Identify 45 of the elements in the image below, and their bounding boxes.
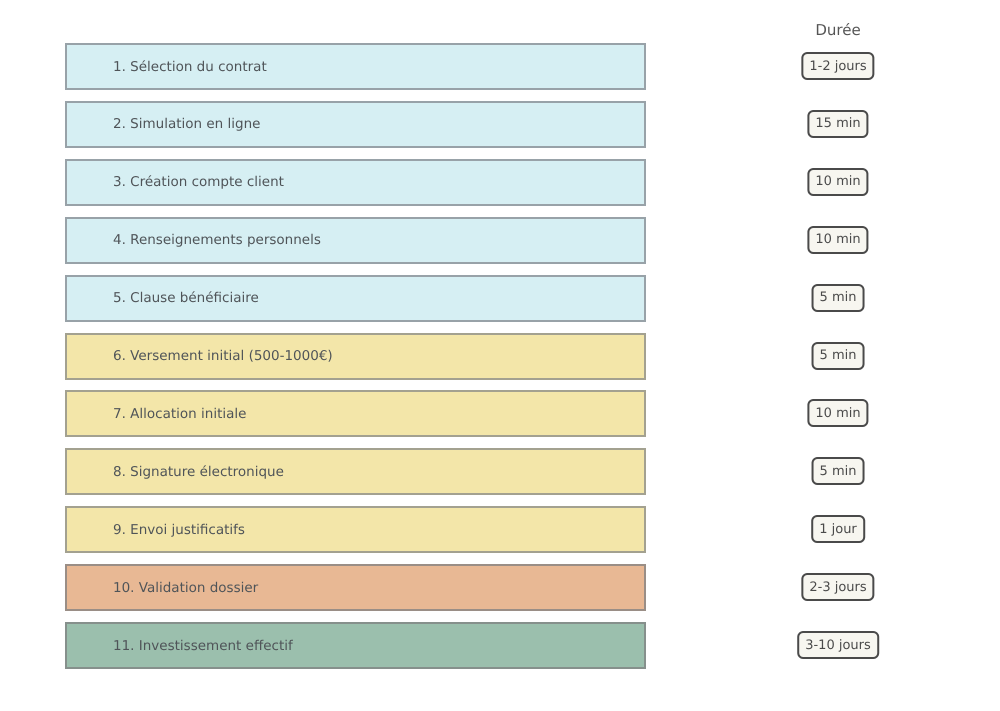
step-box bbox=[65, 332, 646, 380]
step-label: 5. Clause bénéficiaire bbox=[113, 290, 259, 306]
step-box bbox=[65, 622, 646, 669]
step-box bbox=[65, 158, 646, 206]
step-label: 4. Renseignements personnels bbox=[113, 232, 321, 248]
duration-label: 10 min bbox=[815, 232, 861, 248]
duration-label: 10 min bbox=[815, 174, 861, 190]
duration-label: 2-3 jours bbox=[809, 580, 867, 595]
duration-badge bbox=[812, 342, 864, 370]
duration-label: 5 min bbox=[820, 464, 856, 479]
step-box bbox=[65, 216, 646, 264]
duration-badge bbox=[797, 631, 879, 659]
step-label: 7. Allocation initiale bbox=[113, 406, 246, 422]
step-box bbox=[65, 274, 646, 322]
column-header: Durée bbox=[815, 21, 861, 39]
step-label: 6. Versement initial (500-1000€) bbox=[113, 348, 333, 364]
step-label: 11. Investissement effectif bbox=[113, 638, 293, 654]
step-box bbox=[65, 448, 646, 496]
step-label: 10. Validation dossier bbox=[113, 580, 258, 596]
step-label: 9. Envoi justificatifs bbox=[113, 522, 245, 538]
duration-label: 10 min bbox=[815, 406, 861, 421]
duration-label: 1 jour bbox=[819, 522, 857, 537]
duration-label: 1-2 jours bbox=[809, 58, 867, 74]
duration-badge bbox=[807, 399, 869, 428]
step-box bbox=[65, 564, 646, 612]
step-box bbox=[65, 390, 646, 438]
duration-label: 5 min bbox=[820, 290, 856, 306]
duration-label: 15 min bbox=[815, 116, 861, 132]
duration-label: 3-10 jours bbox=[805, 638, 871, 652]
duration-badge bbox=[801, 52, 875, 80]
step-label: 2. Simulation en ligne bbox=[113, 116, 260, 132]
duration-badge bbox=[807, 226, 869, 254]
step-label: 1. Sélection du contrat bbox=[113, 58, 267, 74]
duration-badge bbox=[801, 573, 875, 602]
duration-badge bbox=[807, 168, 869, 196]
step-box bbox=[65, 506, 646, 554]
step-label: 3. Création compte client bbox=[113, 174, 284, 190]
duration-label: 5 min bbox=[820, 348, 856, 363]
duration-badge bbox=[811, 515, 865, 544]
duration-badge bbox=[807, 110, 869, 138]
step-label: 8. Signature électronique bbox=[113, 464, 284, 480]
step-box bbox=[65, 100, 646, 148]
duration-badge bbox=[812, 457, 864, 486]
step-box bbox=[65, 43, 646, 90]
duration-badge bbox=[812, 284, 864, 312]
